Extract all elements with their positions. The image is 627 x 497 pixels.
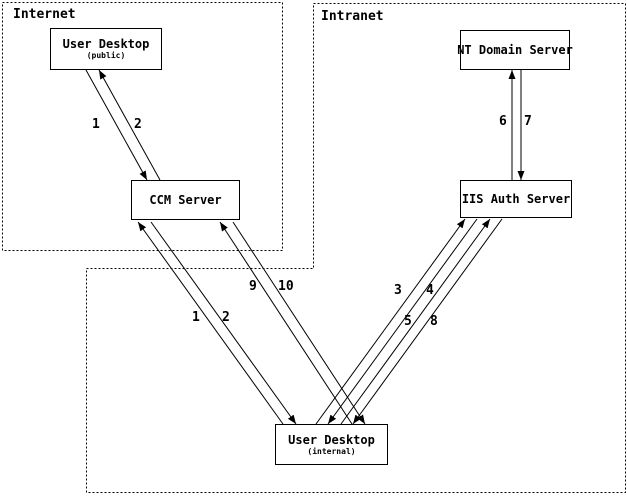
internet-zone-border	[2, 2, 283, 251]
node-user-desktop-public: User Desktop (public)	[50, 28, 162, 70]
flow-label-2-internal: 2	[222, 310, 230, 325]
flow-label-6: 6	[499, 114, 507, 129]
node-title: CCM Server	[149, 192, 222, 207]
node-user-desktop-internal: User Desktop (internal)	[275, 424, 388, 465]
node-ccm-server: CCM Server	[131, 180, 240, 220]
node-subtitle: (internal)	[307, 446, 356, 456]
flow-arrow-1-internal-to-ccm	[137, 221, 284, 425]
flow-label-10: 10	[278, 279, 294, 294]
flow-arrow-8-iis-to-internal	[352, 218, 503, 425]
flow-label-5: 5	[404, 314, 412, 329]
flow-arrow-3-internal-to-iis	[315, 218, 466, 425]
flow-label-3: 3	[394, 283, 402, 298]
flow-arrow-5-internal-to-iis	[340, 218, 491, 425]
flow-label-2-public: 2	[134, 117, 142, 132]
node-title: User Desktop	[288, 432, 375, 447]
flow-label-1-public: 1	[92, 117, 100, 132]
node-subtitle: (public)	[86, 51, 126, 60]
flow-arrow-1-public-to-ccm	[85, 69, 148, 181]
flow-arrow-9-internal-to-ccm	[219, 221, 353, 425]
flow-label-7: 7	[524, 114, 532, 129]
flow-arrow-2-ccm-to-public	[98, 69, 161, 181]
flow-label-1-internal: 1	[192, 310, 200, 325]
flow-arrow-2-ccm-to-internal	[150, 221, 297, 425]
node-nt-domain-server: NT Domain Server	[457, 30, 573, 70]
flow-label-8: 8	[430, 314, 438, 329]
flow-arrow-4-iis-to-internal	[327, 218, 478, 425]
zone-label-internet: Internet	[13, 7, 76, 22]
zone-label-intranet: Intranet	[321, 9, 384, 24]
intranet-zone-border	[86, 3, 626, 493]
flow-arrow-10-ccm-to-internal	[232, 221, 366, 425]
flow-label-4: 4	[426, 283, 434, 298]
node-title: NT Domain Server	[457, 42, 573, 57]
flow-label-9: 9	[249, 279, 257, 294]
node-title: IIS Auth Server	[461, 191, 571, 206]
node-iis-auth-server: IIS Auth Server	[460, 180, 572, 218]
node-title: User Desktop	[62, 37, 150, 51]
